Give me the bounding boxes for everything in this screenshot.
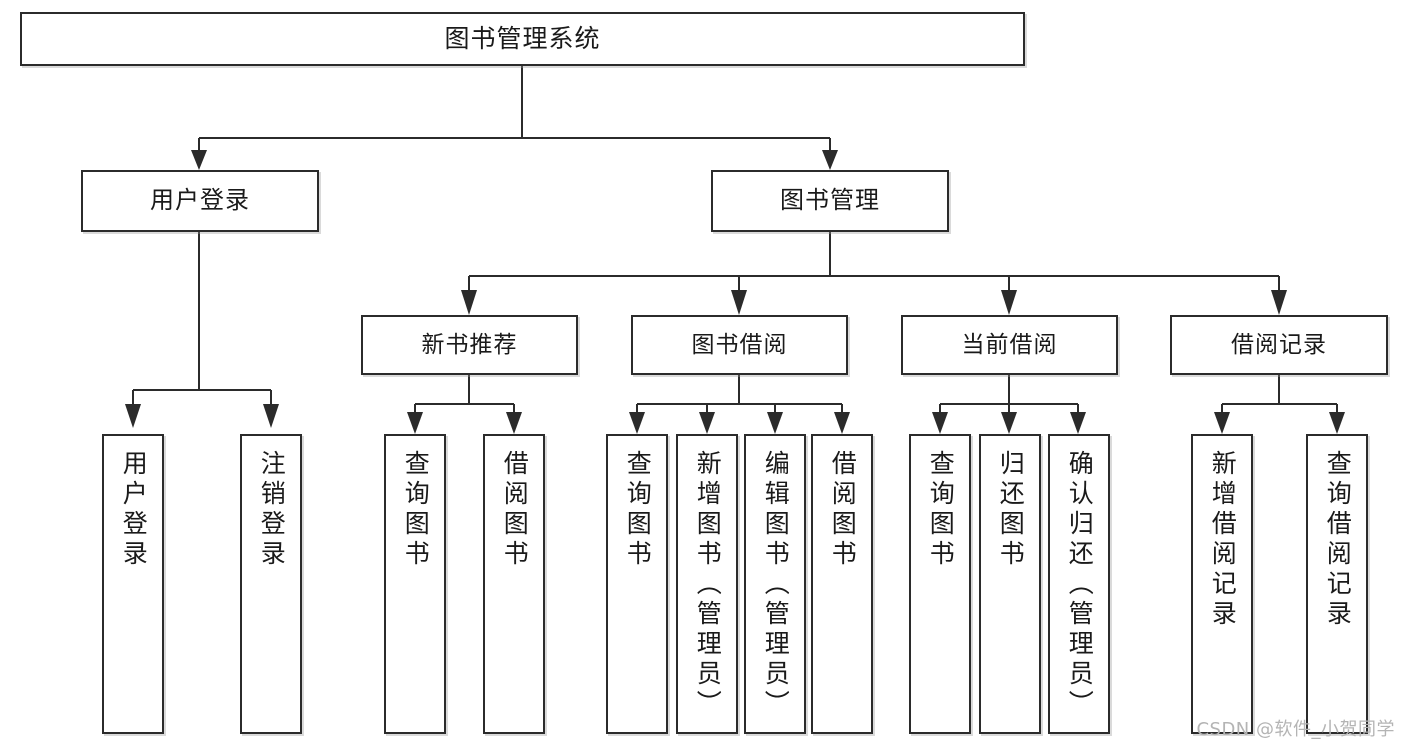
- leaf-bookborrow-add[interactable]: 新增图书（管理员）: [676, 434, 738, 734]
- node-new-book-recommend[interactable]: 新书推荐: [361, 315, 578, 375]
- node-root-label: 图书管理系统: [444, 23, 601, 53]
- leaf-newbook-search-label: 查询图书: [401, 450, 431, 570]
- leaf-user-login-signin-label: 用户登录: [119, 450, 149, 570]
- node-book-borrow-label: 图书借阅: [691, 331, 788, 358]
- leaf-user-login-signin[interactable]: 用户登录: [102, 434, 164, 734]
- node-root[interactable]: 图书管理系统: [20, 12, 1025, 66]
- leaf-currentborrow-return-label: 归还图书: [996, 450, 1026, 570]
- leaf-newbook-borrow[interactable]: 借阅图书: [483, 434, 545, 734]
- leaf-borrowrecord-search-label: 查询借阅记录: [1323, 450, 1353, 630]
- leaf-borrowrecord-add-label: 新增借阅记录: [1208, 450, 1238, 630]
- connector-newbook-to-leaves: [407, 375, 522, 434]
- leaf-newbook-search[interactable]: 查询图书: [384, 434, 446, 734]
- node-borrow-record[interactable]: 借阅记录: [1170, 315, 1388, 375]
- leaf-bookborrow-edit-label: 编辑图书（管理员）: [761, 450, 791, 720]
- leaf-newbook-borrow-label: 借阅图书: [500, 450, 530, 570]
- leaf-currentborrow-confirm-label: 确认归还（管理员）: [1065, 450, 1095, 720]
- connector-root-to-level2: [191, 66, 838, 170]
- leaf-bookborrow-search[interactable]: 查询图书: [606, 434, 668, 734]
- node-user-login-label: 用户登录: [150, 186, 250, 215]
- node-new-book-recommend-label: 新书推荐: [421, 331, 518, 358]
- leaf-bookborrow-borrow-label: 借阅图书: [828, 450, 858, 570]
- csdn-watermark: CSDN @软件_小贺同学: [1196, 719, 1395, 740]
- node-user-login[interactable]: 用户登录: [81, 170, 319, 232]
- leaf-bookborrow-add-label: 新增图书（管理员）: [693, 450, 723, 720]
- connector-userlogin-to-leaves: [125, 232, 279, 428]
- leaf-user-login-signout[interactable]: 注销登录: [240, 434, 302, 734]
- leaf-user-login-signout-label: 注销登录: [257, 450, 287, 570]
- leaf-currentborrow-search[interactable]: 查询图书: [909, 434, 971, 734]
- leaf-bookborrow-borrow[interactable]: 借阅图书: [811, 434, 873, 734]
- leaf-currentborrow-search-label: 查询图书: [926, 450, 956, 570]
- node-book-borrow[interactable]: 图书借阅: [631, 315, 848, 375]
- connector-bookmgmt-to-level3: [461, 232, 1287, 315]
- leaf-borrowrecord-add[interactable]: 新增借阅记录: [1191, 434, 1253, 734]
- connector-borrowrecord-to-leaves: [1214, 375, 1345, 434]
- connector-currentborrow-to-leaves: [932, 375, 1086, 434]
- connector-bookborrow-to-leaves: [629, 375, 850, 434]
- node-book-management[interactable]: 图书管理: [711, 170, 949, 232]
- node-current-borrow-label: 当前借阅: [961, 331, 1058, 358]
- leaf-bookborrow-edit[interactable]: 编辑图书（管理员）: [744, 434, 806, 734]
- leaf-bookborrow-search-label: 查询图书: [623, 450, 653, 570]
- leaf-borrowrecord-search[interactable]: 查询借阅记录: [1306, 434, 1368, 734]
- node-borrow-record-label: 借阅记录: [1231, 331, 1327, 358]
- leaf-currentborrow-confirm[interactable]: 确认归还（管理员）: [1048, 434, 1110, 734]
- leaf-currentborrow-return[interactable]: 归还图书: [979, 434, 1041, 734]
- node-book-management-label: 图书管理: [780, 186, 880, 215]
- node-current-borrow[interactable]: 当前借阅: [901, 315, 1118, 375]
